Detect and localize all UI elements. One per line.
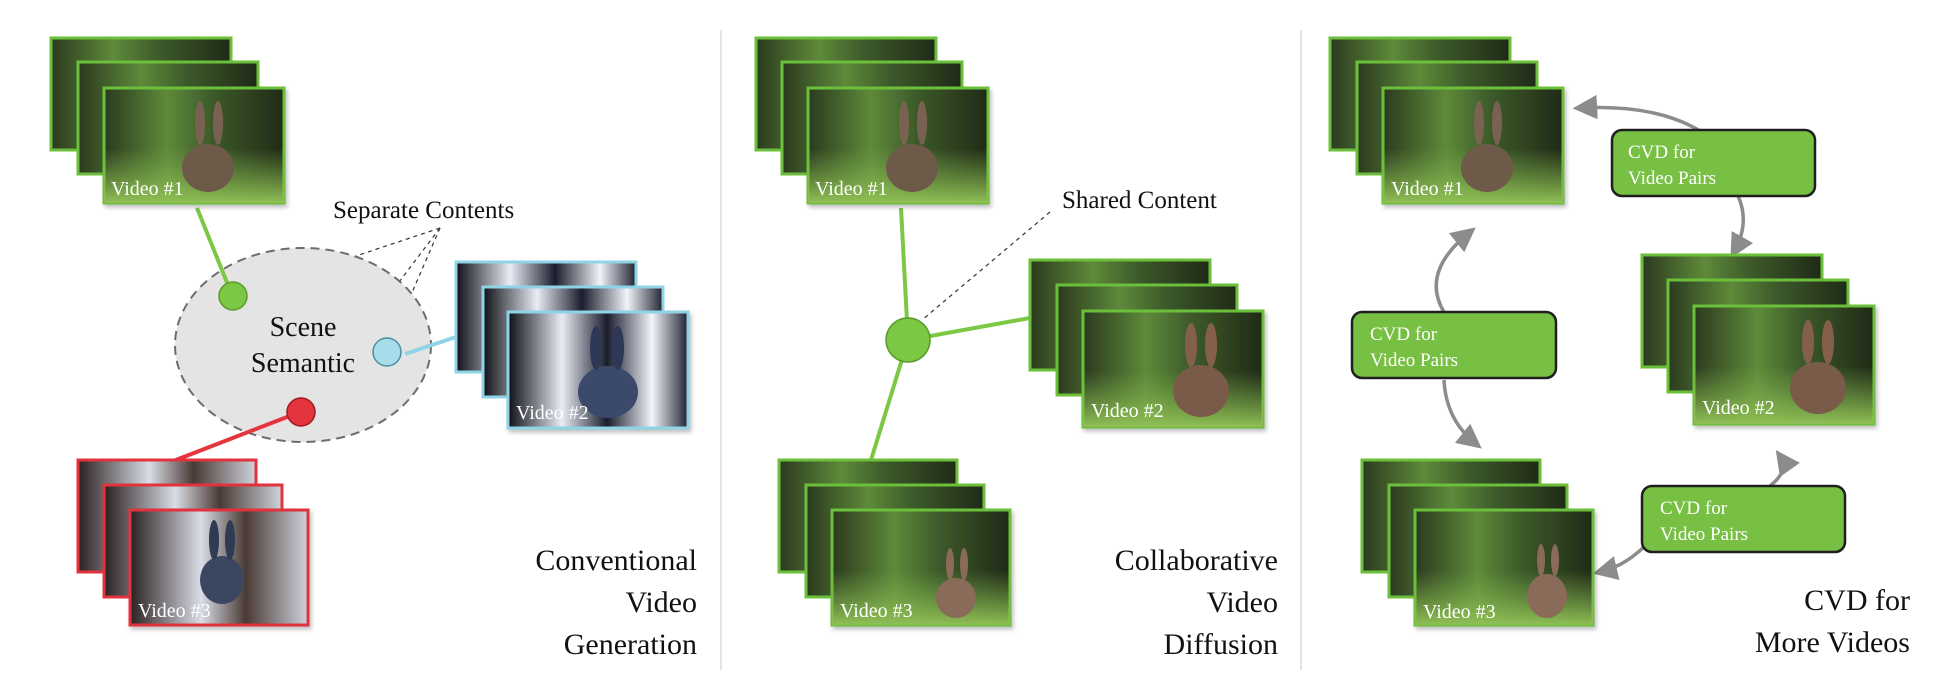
- video-stack-2: Video #2: [454, 260, 690, 430]
- video-label-1: Video #1: [1391, 178, 1464, 200]
- cvd-box-bottom-line-2: Video Pairs: [1660, 524, 1748, 545]
- panel2-title-line-2: Video: [1206, 586, 1278, 619]
- video-label-1: Video #1: [815, 178, 888, 200]
- video-stack-1: Video #1: [754, 36, 990, 205]
- cvd-box-bottom: CVD for Video Pairs: [1640, 484, 1847, 554]
- panel2-title-line-1: Collaborative: [1115, 544, 1278, 577]
- arrow-left-to-v3: [1442, 379, 1482, 449]
- video-label-3: Video #3: [1423, 601, 1496, 623]
- panel1-title-line-2: Video: [625, 586, 697, 619]
- video-label-2: Video #2: [1702, 397, 1775, 419]
- panel3-title-line-1: CVD for: [1804, 584, 1910, 617]
- cvd-box-top-line-1: CVD for: [1628, 142, 1696, 163]
- annotation-leader-shared: [921, 211, 1051, 321]
- cvd-box-left: CVD for Video Pairs: [1350, 310, 1558, 380]
- ellipse-label-line-2: Semantic: [251, 348, 355, 379]
- cvd-box-left-line-1: CVD for: [1370, 324, 1438, 345]
- panel-conventional: Separate Contents Scene Semantic Video #…: [49, 36, 697, 661]
- video-label-2: Video #2: [516, 402, 589, 424]
- panel1-title-line-1: Conventional: [535, 544, 697, 577]
- cvd-box-left-line-2: Video Pairs: [1370, 350, 1458, 371]
- arrow-left-to-v1: [1434, 227, 1476, 313]
- arrow-bottom-to-v2: [1768, 450, 1800, 488]
- video-stack-1: Video #1: [1328, 36, 1565, 205]
- video-stack-3: Video #3: [777, 458, 1012, 627]
- cvd-box-bottom-line-1: CVD for: [1660, 498, 1728, 519]
- arrow-top-to-v2: [1730, 189, 1754, 259]
- video-stack-3: Video #3: [76, 458, 310, 627]
- panel3-title-line-2: More Videos: [1755, 626, 1910, 659]
- video-stack-3: Video #3: [1360, 458, 1595, 627]
- video-label-3: Video #3: [840, 600, 913, 622]
- cvd-box-top: CVD for Video Pairs: [1610, 128, 1817, 198]
- ellipse-label-line-1: Scene: [270, 312, 337, 343]
- node-cyan: [372, 337, 402, 367]
- panel-more-videos: Video #1 Video #2: [1328, 36, 1910, 659]
- node-green: [218, 281, 248, 311]
- cvd-box-top-line-2: Video Pairs: [1628, 168, 1716, 189]
- connector-cyan-1: [404, 333, 463, 356]
- video-label-1: Video #1: [111, 178, 184, 200]
- video-label-3: Video #3: [138, 600, 211, 622]
- panel-collaborative: Shared Content Video #1: [754, 36, 1278, 661]
- annotation-shared-content: Shared Content: [1062, 187, 1217, 214]
- annotation-separate-contents: Separate Contents: [333, 197, 514, 224]
- node-red: [286, 397, 316, 427]
- video-stack-2: Video #2: [1640, 253, 1876, 426]
- video-stack-1: Video #1: [49, 36, 286, 205]
- connector-green-1: [195, 207, 234, 296]
- video-label-2: Video #2: [1091, 400, 1164, 422]
- panel1-title-line-3: Generation: [564, 628, 697, 661]
- shared-node: [885, 317, 931, 363]
- panel2-title-line-3: Diffusion: [1164, 628, 1278, 661]
- video-stack-2: Video #2: [1028, 258, 1265, 429]
